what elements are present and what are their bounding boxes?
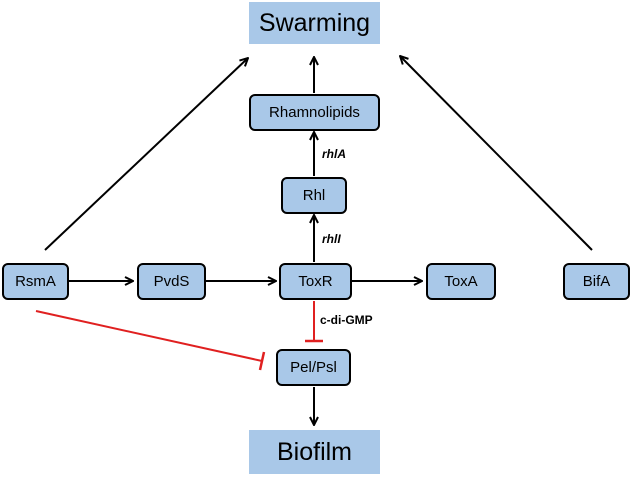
edge-rsma-inhibits-pelpsl	[35, 310, 263, 362]
node-pelpsl: Pel/Psl	[276, 349, 351, 386]
node-bifa: BifA	[563, 263, 630, 300]
edge-rsma-swarming	[44, 58, 248, 251]
node-rhamnolipids: Rhamnolipids	[249, 94, 380, 131]
node-toxr: ToxR	[279, 263, 352, 300]
node-rsma: RsmA	[2, 263, 69, 300]
label-rhli: rhlI	[322, 232, 341, 246]
node-swarming: Swarming	[249, 2, 380, 44]
label-rhla: rhlA	[322, 147, 346, 161]
node-pvds: PvdS	[137, 263, 206, 300]
node-rhl: Rhl	[281, 177, 347, 214]
inhibition-bar-rsma	[258, 351, 266, 371]
node-biofilm: Biofilm	[249, 430, 380, 474]
edge-bifa-swarming	[400, 56, 593, 251]
node-toxa: ToxA	[426, 263, 496, 300]
label-cdigmp: c-di-GMP	[320, 313, 373, 327]
